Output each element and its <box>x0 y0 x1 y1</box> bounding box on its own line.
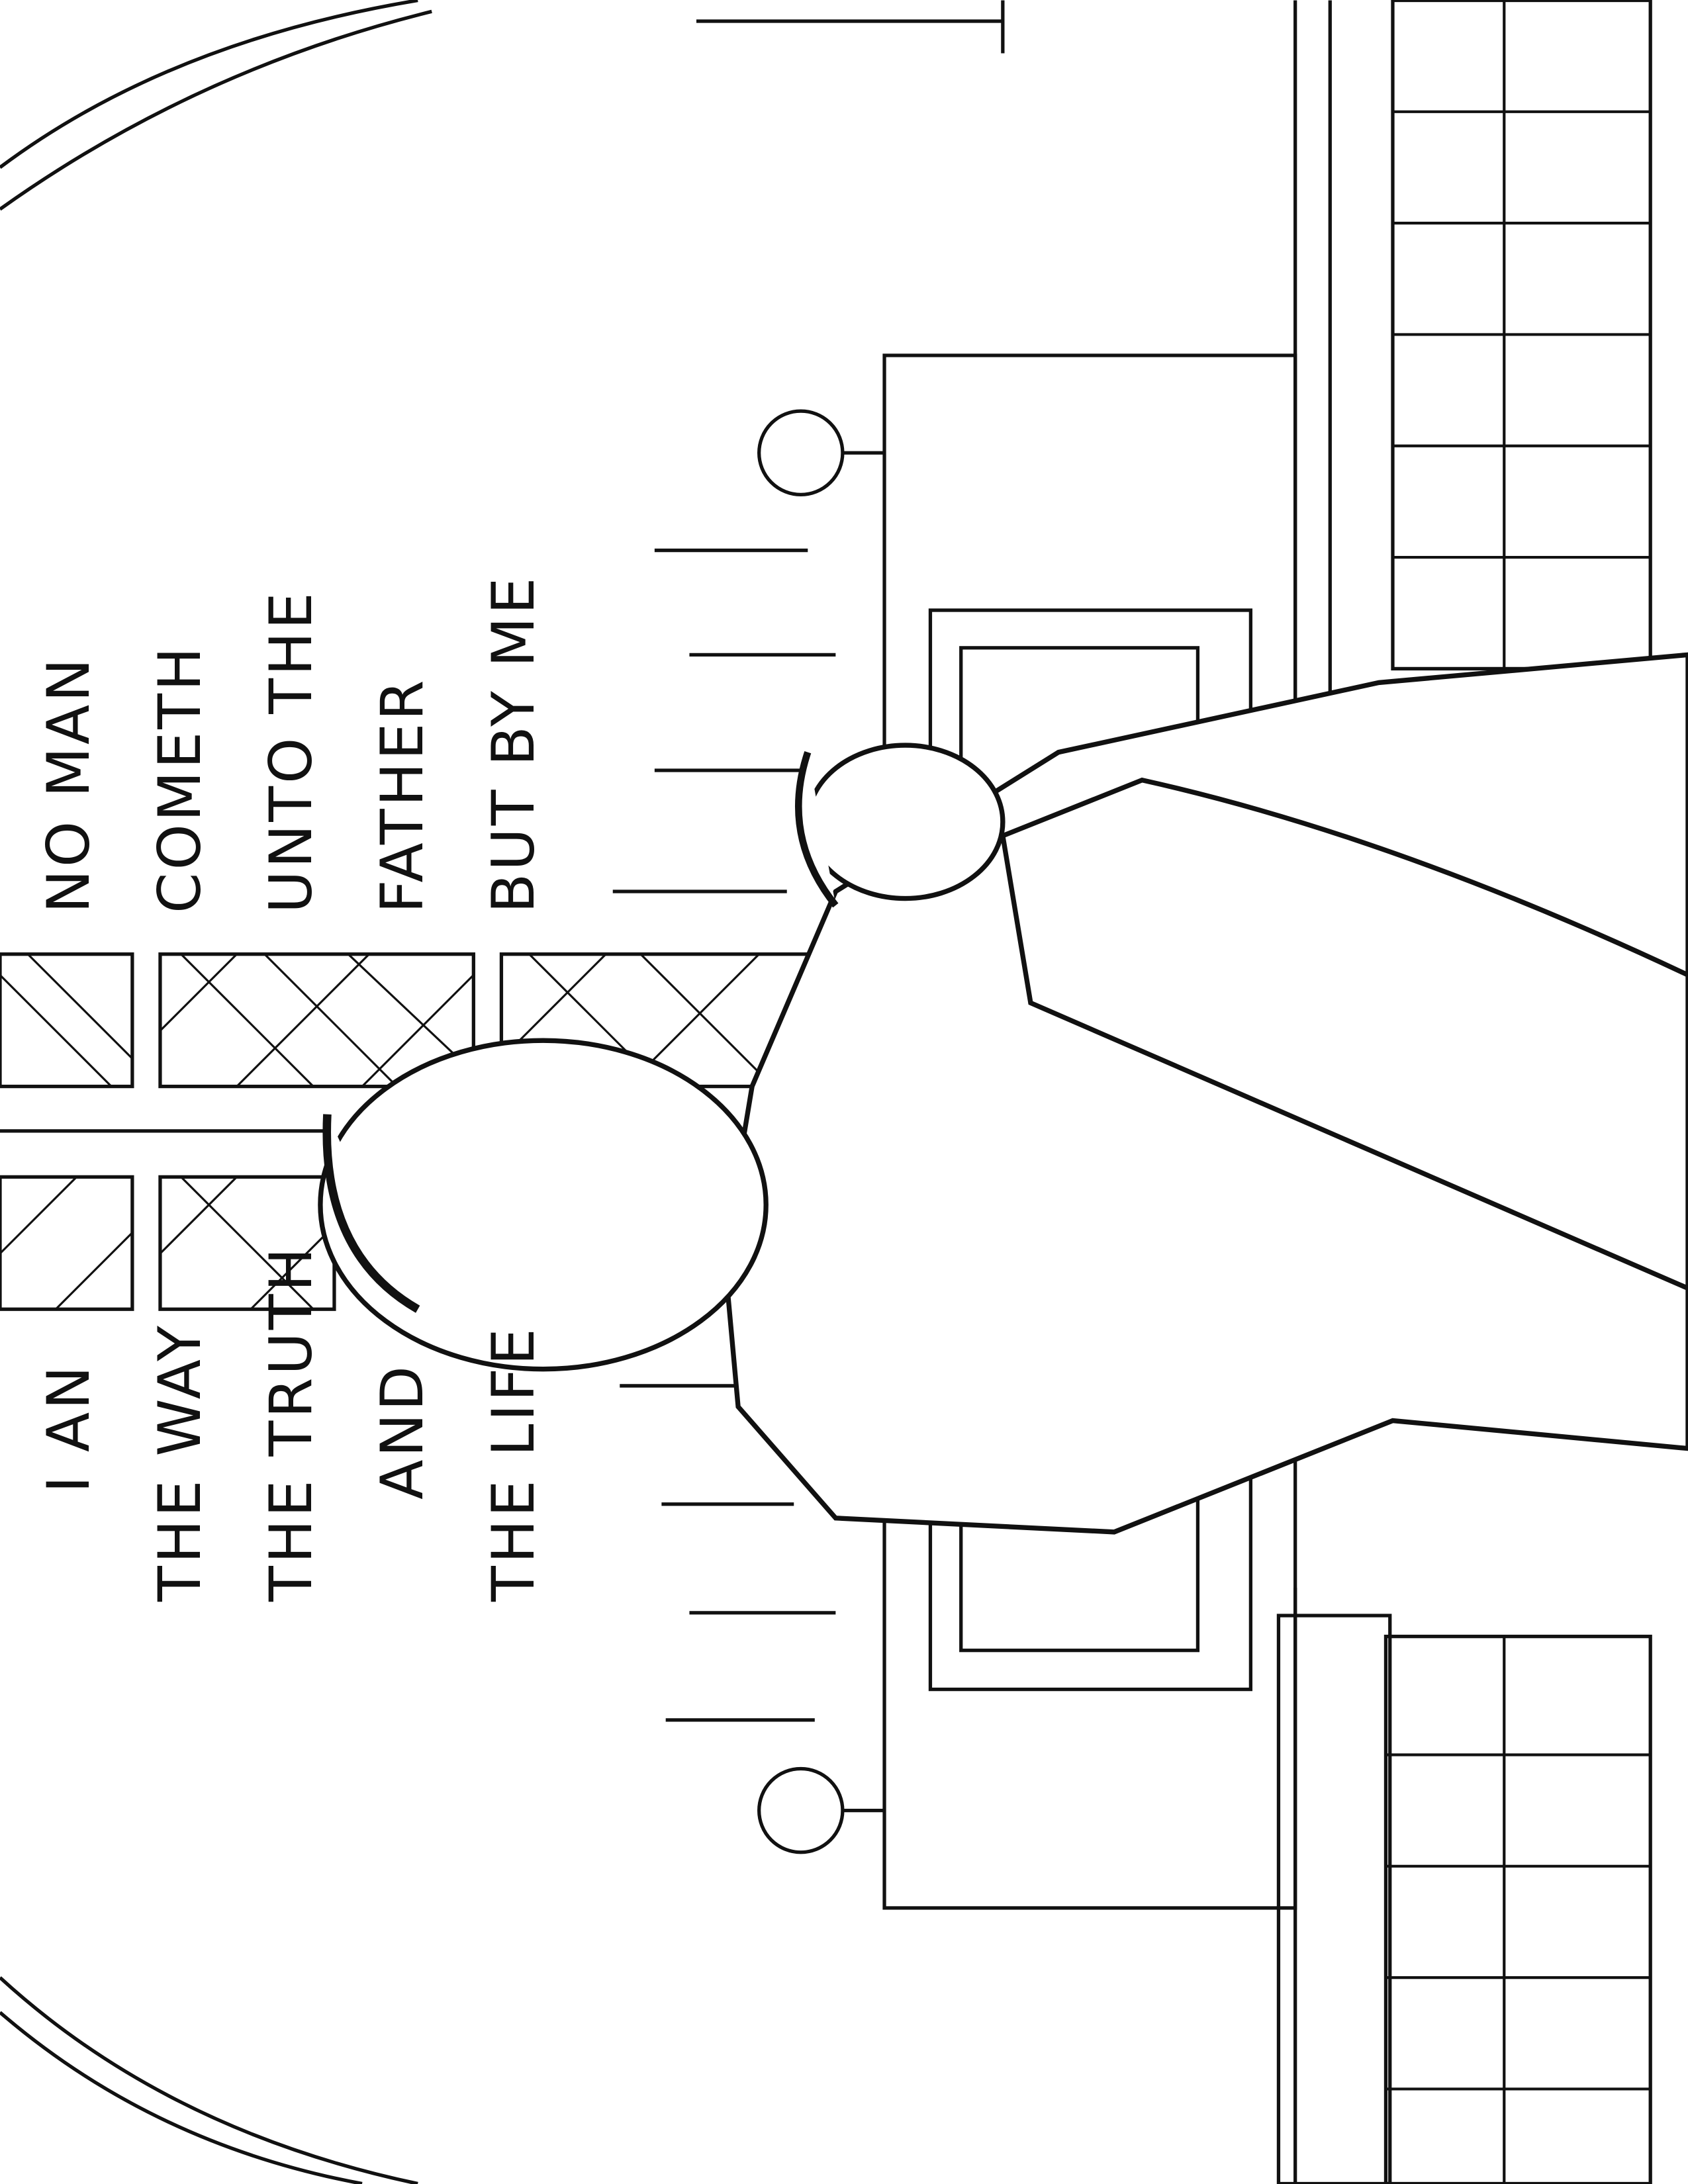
verse-line: THE WAY <box>146 1323 214 1602</box>
verse-line: COMETH <box>146 644 214 913</box>
verse-line: I AN <box>34 1363 103 1493</box>
flowers <box>757 409 885 1854</box>
verse-line: AND <box>368 1363 436 1500</box>
woman-holding-baby <box>318 652 1688 1535</box>
candles <box>612 0 1005 1722</box>
verse-line: UNTO THE <box>257 590 325 913</box>
verse-right: NO MAN COMETH UNTO THE FATHER BUT BY ME <box>13 574 569 913</box>
verse-line: THE TRUTH <box>257 1245 325 1602</box>
verse-line: FATHER <box>368 677 436 913</box>
verse-line: BUT BY ME <box>479 574 547 913</box>
verse-left: I AN THE WAY THE TRUTH AND THE LIFE <box>13 1245 569 1602</box>
verse-line: NO MAN <box>34 655 103 913</box>
arch-lines <box>0 0 432 2184</box>
verse-line: THE LIFE <box>479 1326 547 1602</box>
